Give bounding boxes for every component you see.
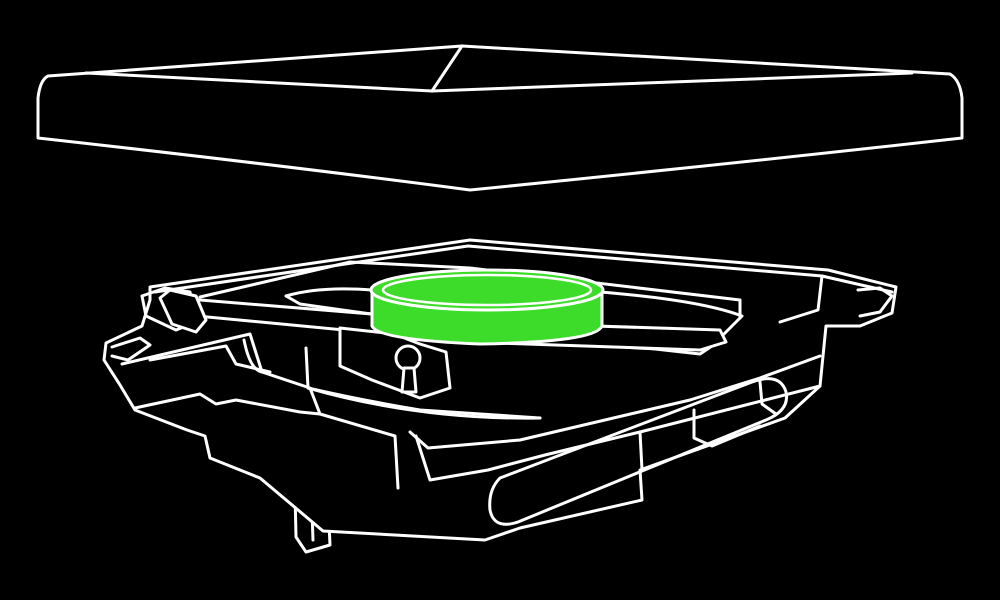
keycap-icon	[36, 44, 964, 192]
switch-stem-icon	[369, 268, 605, 346]
